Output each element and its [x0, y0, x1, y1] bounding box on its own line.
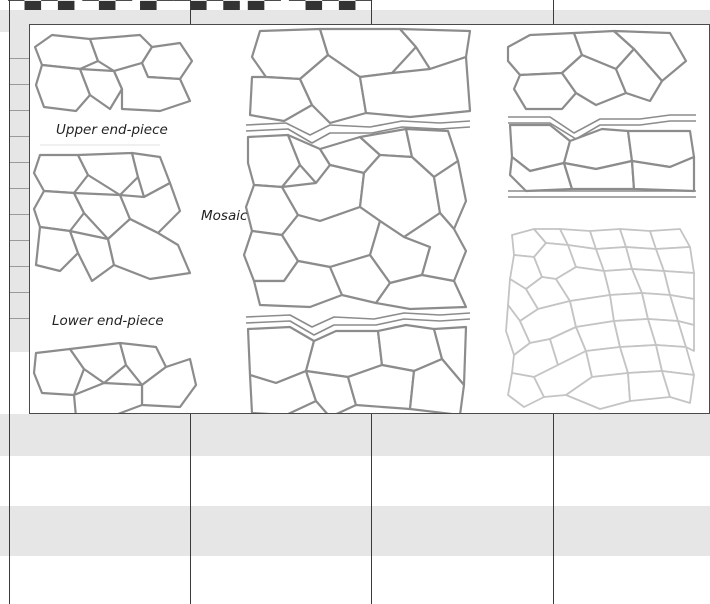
lower-end-piece-drawing: [34, 343, 196, 414]
table-row: [0, 506, 710, 556]
mosaic-label: Mosaic: [201, 208, 247, 224]
middle-left-sample-drawing: [34, 153, 190, 281]
right-upper-block-drawing: [508, 31, 696, 139]
stone-mosaic-illustration: [30, 25, 710, 414]
mosaic-strip-drawing: [244, 29, 470, 414]
table-row: [0, 414, 710, 456]
upper-end-piece-drawing: [35, 35, 192, 111]
lower-end-piece-label: Lower end-piece: [52, 313, 164, 329]
upper-end-piece-label: Upper end-piece: [56, 122, 168, 138]
right-middle-block-drawing: [508, 125, 696, 197]
figure-panel: Upper end-piece Mosaic Lower end-piece: [29, 24, 710, 414]
right-fine-mosaic-drawing: [506, 229, 694, 409]
